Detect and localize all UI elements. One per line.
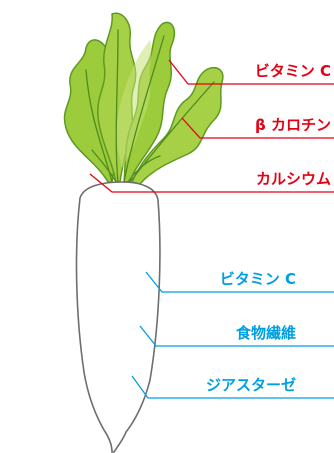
root-pointers	[131, 271, 334, 399]
daikon-root	[75, 181, 161, 453]
root-label-diastase: ジアスターゼ	[206, 376, 296, 394]
pointer-root-3	[131, 375, 334, 399]
pointer-root-1	[145, 271, 334, 293]
leaf-label-beta-carotene: β カロチン	[255, 116, 331, 134]
root-label-vitamin-c: ビタミン C	[220, 270, 296, 288]
root-body	[75, 181, 161, 453]
leaf-top-light	[116, 40, 152, 168]
leaf-label-vitamin-c: ビタミン C	[255, 62, 331, 80]
daikon-leaves	[63, 12, 224, 185]
root-label-dietary-fiber: 食物繊維	[236, 324, 296, 342]
leaf-label-calcium: カルシウム	[256, 170, 331, 188]
pointer-root-2	[139, 325, 334, 347]
root-labels: ビタミン C 食物繊維 ジアスターゼ	[206, 270, 296, 394]
leaf-labels: ビタミン C β カロチン カルシウム	[255, 62, 331, 188]
pointer-leaf-2	[181, 117, 334, 139]
leaf-pointers	[89, 59, 334, 193]
pointer-leaf-3	[89, 173, 334, 193]
pointer-leaf-1	[168, 59, 334, 85]
leaf-veins	[85, 29, 215, 183]
